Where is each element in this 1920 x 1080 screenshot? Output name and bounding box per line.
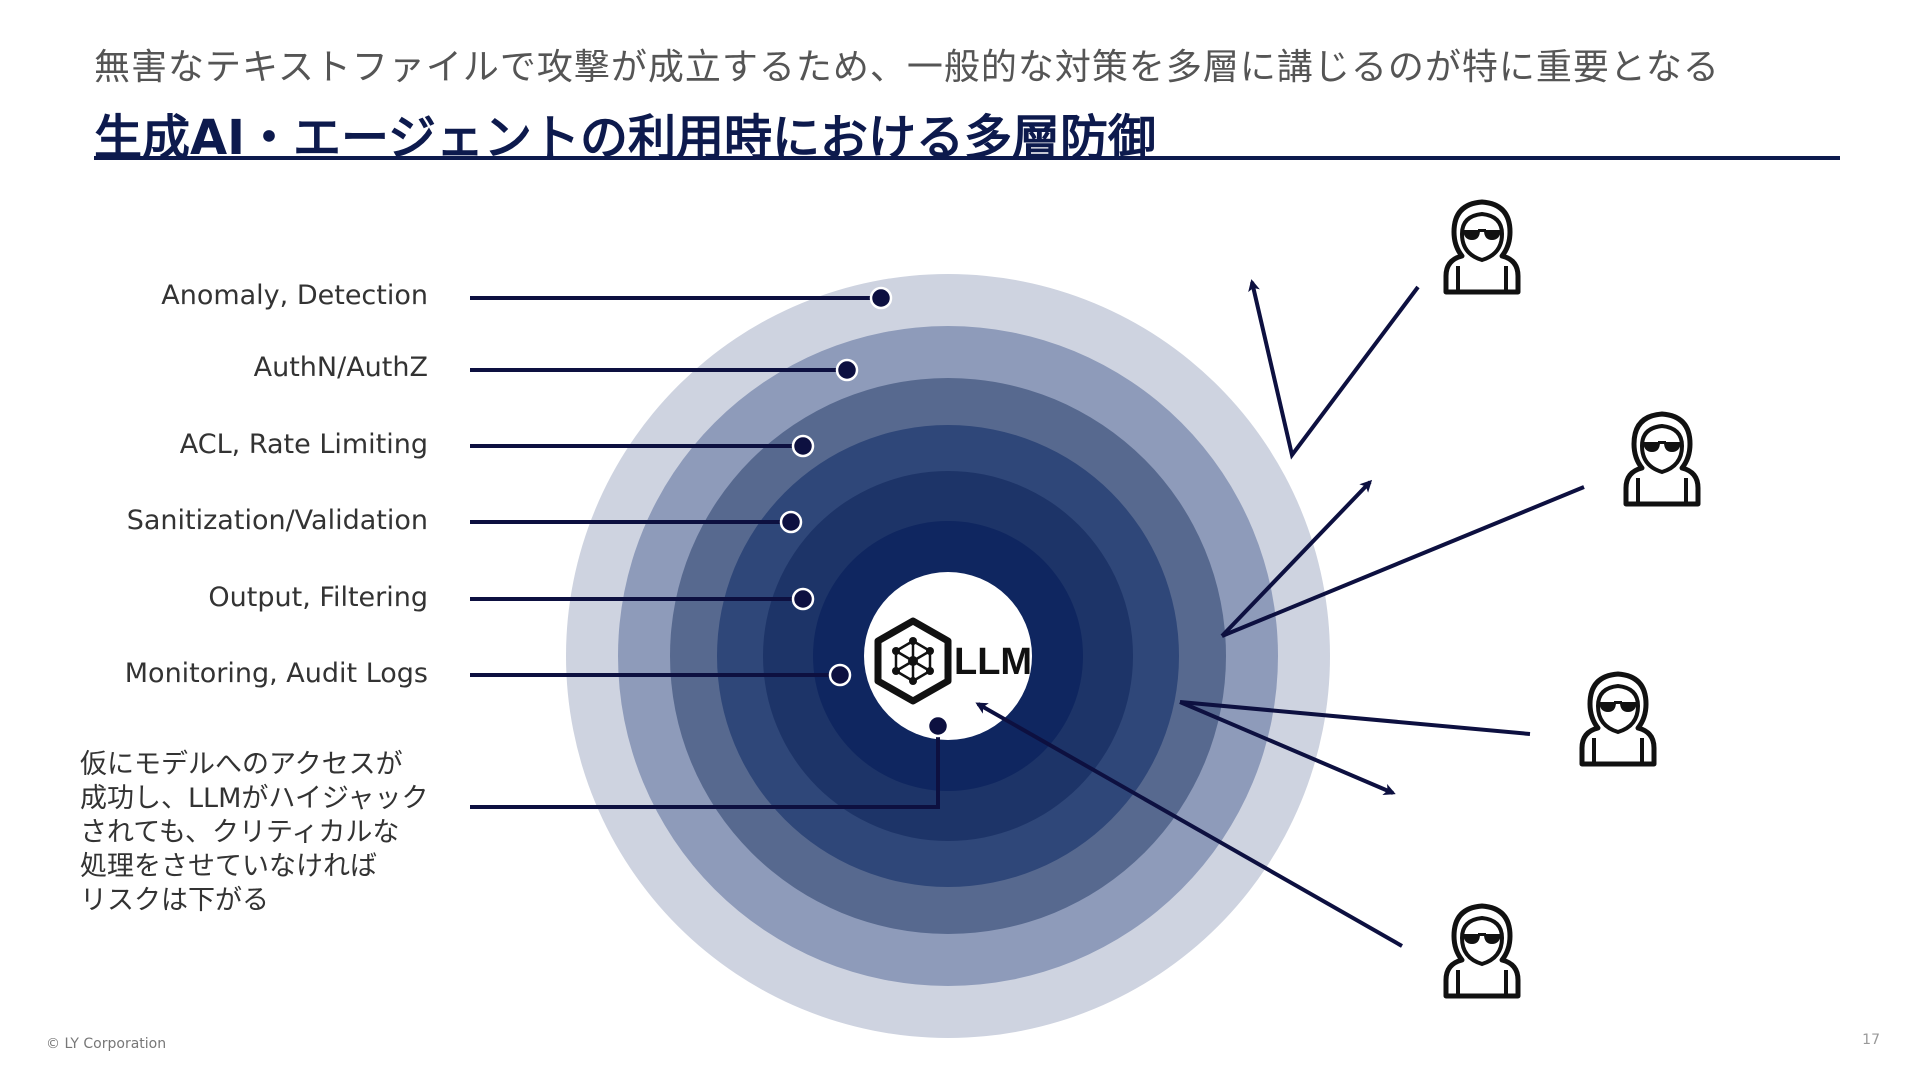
leader-dot (869, 286, 893, 310)
leader-lines (470, 296, 940, 809)
attack-path-incoming-upper (1221, 485, 1585, 638)
leader-dot (835, 358, 859, 382)
page-number: 17 (1862, 1032, 1880, 1048)
title-underline (94, 156, 1840, 160)
hooded-hacker-icon (1582, 674, 1654, 764)
layer-label-output-filtering: Output, Filtering (208, 582, 428, 613)
leader-line-note (470, 726, 940, 809)
leader-dot (779, 510, 803, 534)
attack-path-deflected-upper (1220, 479, 1373, 638)
risk-note-line: 成功し、LLMがハイジャック (80, 783, 429, 814)
llm-label: LLM (954, 641, 1032, 683)
attack-path-incoming-middle (1179, 700, 1531, 736)
layer-label-monitoring-audit-logs: Monitoring, Audit Logs (124, 658, 428, 689)
slide-subtitle: 無害なテキストファイルで攻撃が成立するため、一般的な対策を多層に講じるのが特に重… (94, 47, 1720, 88)
attack-path-deflected-middle (1179, 700, 1396, 795)
hooded-hacker-icon (1446, 202, 1518, 292)
leader-dots (779, 286, 950, 738)
hooded-hacker-icon (1626, 414, 1698, 504)
risk-note-line: リスクは下がる (80, 885, 269, 916)
attack-paths (975, 279, 1585, 948)
hooded-hacker-icon (1446, 906, 1518, 996)
attack-path-penetrating (975, 702, 1403, 948)
risk-note-line: 仮にモデルへのアクセスが (80, 749, 403, 780)
risk-note: 仮にモデルへのアクセスが 成功し、LLMがハイジャック されても、クリティカルな… (80, 748, 429, 918)
layer-label-anomaly-detection: Anomaly, Detection (161, 280, 428, 311)
hexagon-network-icon (874, 617, 952, 705)
leader-dot (791, 434, 815, 458)
copyright: © LY Corporation (46, 1036, 167, 1052)
leader-dot (828, 663, 852, 687)
layer-label-acl-rate-limiting: ACL, Rate Limiting (179, 429, 428, 460)
risk-note-line: 処理をさせていなければ (80, 851, 377, 882)
attack-path-deflected-top (1248, 279, 1420, 460)
risk-note-line: されても、クリティカルな (80, 817, 400, 848)
leader-dot (926, 714, 950, 738)
leader-dot (791, 587, 815, 611)
layer-label-sanitization-validation: Sanitization/Validation (126, 505, 428, 536)
layer-label-authn-authz: AuthN/AuthZ (253, 352, 428, 383)
